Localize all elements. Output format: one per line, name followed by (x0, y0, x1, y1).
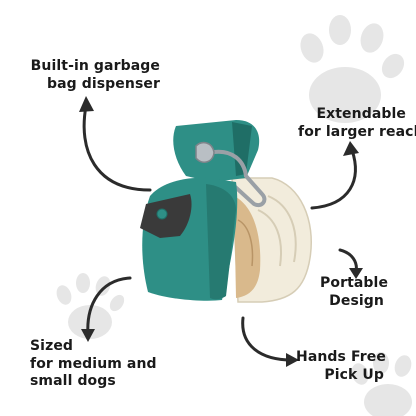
label-bag-dispenser-line-1: Built-in garbage (30, 58, 160, 74)
arrow-to-hands-free (241, 316, 294, 362)
paw-icon-bottom-left (56, 273, 125, 339)
paw-icon-top-right (300, 15, 405, 123)
label-portable: Portable Design (320, 275, 389, 310)
label-hands-free-line-1: Hands Free (296, 349, 386, 365)
label-extendable: Extendable for larger reach (298, 106, 416, 141)
label-portable-line-1: Portable (320, 275, 389, 291)
arrow-head-portable (349, 268, 363, 279)
arrow-head-sized (81, 329, 95, 342)
curved-arrow-icons (79, 96, 363, 367)
label-hands-free-line-2: Pick Up (324, 366, 384, 383)
label-bag-dispenser: Built-in garbage bag dispenser (20, 58, 160, 93)
pooper-scooper-image (140, 120, 312, 303)
arrow-to-dispenser (82, 104, 152, 192)
arrow-to-sized (86, 276, 132, 337)
label-portable-line-2: Design (329, 292, 384, 309)
label-sized-line-3: small dogs (30, 373, 116, 389)
arrow-head-dispenser (79, 96, 94, 112)
arrow-head-extendable (343, 141, 359, 156)
carabiner-clip (212, 149, 267, 207)
label-extendable-line-1: Extendable (316, 106, 406, 122)
label-sized-line-1: Sized (30, 338, 74, 354)
arrow-to-extendable (310, 148, 357, 210)
label-hands-free: Hands Free Pick Up (296, 349, 386, 384)
label-sized: Sized for medium and small dogs (30, 338, 170, 391)
label-extendable-line-2: for larger reach (298, 123, 416, 140)
arrow-head-hands-free (286, 353, 299, 367)
label-sized-line-2: for medium and (30, 355, 157, 372)
label-bag-dispenser-line-2: bag dispenser (46, 75, 160, 92)
paw-icon-bottom-right (351, 352, 412, 416)
